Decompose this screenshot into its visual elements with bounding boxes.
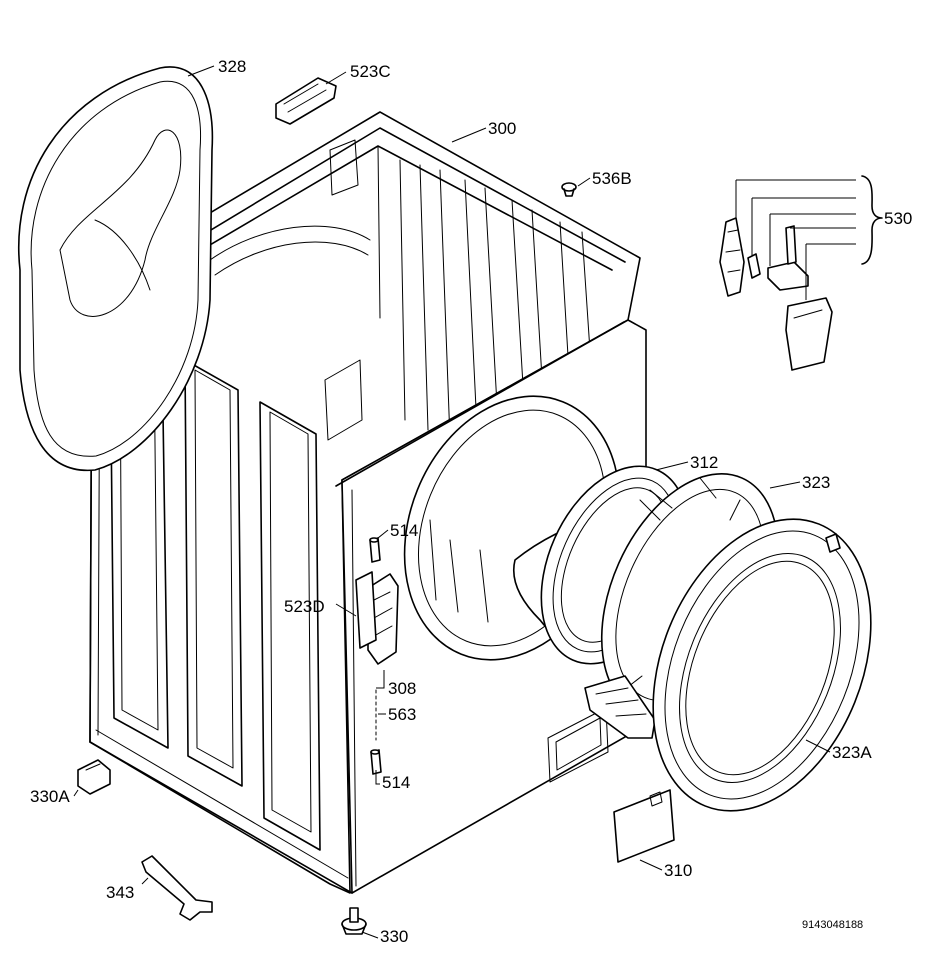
part-labels: 328 523C 300 536B 530 312 323 514 523D 3… (30, 57, 912, 946)
label-563: 563 (388, 705, 416, 724)
part-523C-hinge (275, 77, 337, 125)
part-343-spanner (141, 855, 213, 921)
part-308-hinge-plate (367, 573, 399, 665)
part-530-lock-assembly (719, 217, 833, 371)
label-310: 310 (664, 861, 692, 880)
document-id: 9143048188 (802, 919, 863, 931)
label-328: 328 (218, 57, 246, 76)
part-323A-door-outer-ring (652, 518, 872, 812)
part-523D-hinge (355, 571, 377, 649)
front-lower-bracket (547, 707, 609, 783)
label-530: 530 (884, 209, 912, 228)
label-514-bottom: 514 (382, 773, 410, 792)
part-514-pin-bottom (370, 749, 382, 775)
part-310-filter-cover (613, 789, 675, 863)
label-343: 343 (106, 883, 134, 902)
label-523C: 523C (350, 62, 391, 81)
part-328-lid-gasket (18, 66, 214, 472)
label-300: 300 (488, 119, 516, 138)
part-330A-clip (77, 759, 111, 795)
part-536B-plug (561, 182, 577, 197)
label-523D: 523D (284, 597, 325, 616)
label-312: 312 (690, 453, 718, 472)
label-323: 323 (802, 473, 830, 492)
label-536B: 536B (592, 169, 632, 188)
label-308: 308 (388, 679, 416, 698)
label-514-top: 514 (390, 521, 418, 540)
label-330A: 330A (30, 787, 70, 806)
part-330-foot (341, 907, 367, 935)
part-514-pin-top (369, 537, 381, 563)
brace-530 (861, 175, 883, 265)
leader-lines (73, 65, 856, 939)
label-330: 330 (380, 927, 408, 946)
label-323A: 323A (832, 743, 872, 762)
